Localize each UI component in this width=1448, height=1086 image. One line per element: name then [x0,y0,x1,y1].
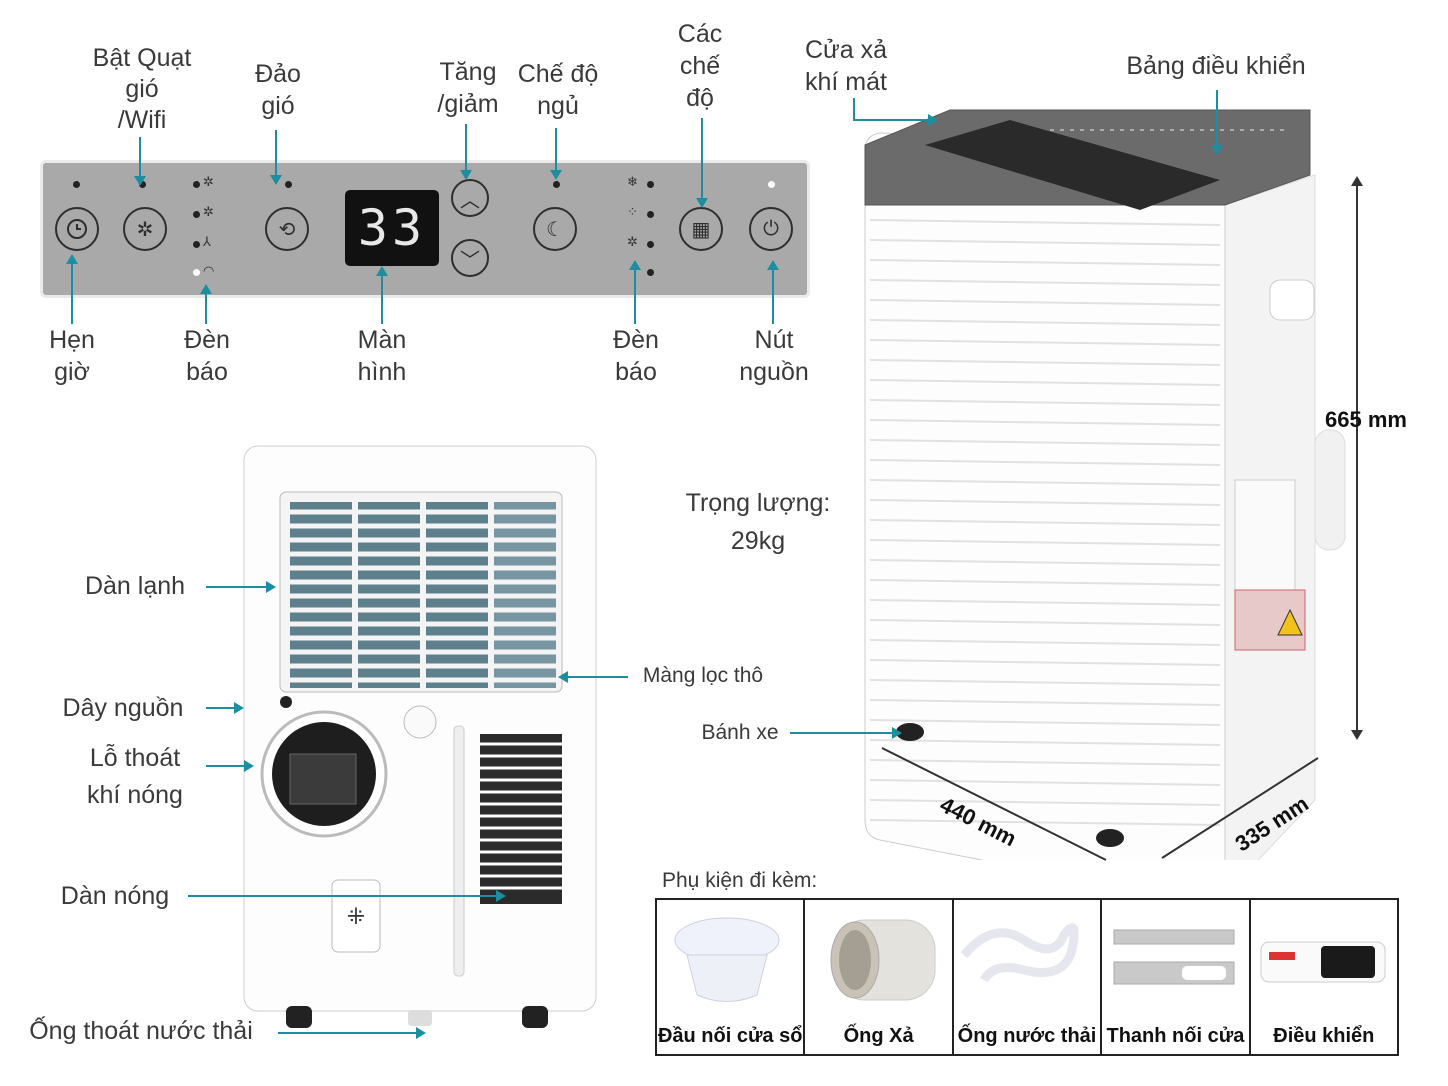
wifi-led [193,269,200,276]
indicator-led-low [193,241,200,248]
timer-button[interactable] [55,207,99,251]
label-condenser: Dàn nóng [60,882,170,910]
window-connector-icon [674,917,780,1002]
sleep-button[interactable]: ☾ [533,207,577,251]
dry-mode-icon: ⁘ [627,204,638,219]
power-icon: ⏻ [763,217,779,240]
fan-high-icon: ✲ [203,174,214,189]
label-weight: Trọng lượng: 29kg [685,489,831,555]
label-evaporator: Dàn lạnh [84,572,186,600]
grid-icon: ▦ [691,218,711,241]
fan-mid-icon: ✲ [203,204,214,219]
exhaust-hose-icon [830,919,936,1001]
label-cool-air-outlet: Cửa xả khí mát [804,36,888,96]
front-unit-illustration [864,109,1346,860]
indicator-led-high [193,181,200,188]
extra-mode-led [647,269,654,276]
accessories-title: Phụ kiện đi kèm: [662,869,818,892]
label-screen: Màn hình [357,326,407,386]
label-hot-air-outlet: Lỗ thoát khí nóng [87,744,183,809]
temperature-display: 33 [345,190,439,266]
window-bar-icon [1113,929,1235,985]
rear-unit-illustration: ⁜ [243,445,597,1028]
swing-led [285,181,292,188]
power-led [768,181,775,188]
accessory-exhaust-hose: Ống Xả [805,900,954,1054]
fan-mode-icon: ✲ [627,234,638,249]
accessory-label: Ống nước thải [957,1025,1097,1047]
accessory-remote: Điều khiển [1251,900,1397,1054]
label-fan-wifi: Bật Quạt gió /Wifi [92,44,192,134]
fan-mode-led [647,241,654,248]
label-power: Nút nguồn [739,326,809,386]
label-sleep: Chế độ ngủ [517,60,599,120]
label-timer: Hẹn giờ [49,326,95,386]
power-button[interactable]: ⏻ [749,207,793,251]
cool-mode-icon: ❄ [627,174,638,189]
fan-low-icon: ⅄ [203,234,211,249]
accessory-drain-hose: Ống nước thải [954,900,1103,1054]
accessories-box: Đầu nối cửa sổ Ống Xả Ống nước thải Than… [655,898,1399,1056]
drain-hose-icon [960,923,1079,983]
remote-icon [1260,941,1386,983]
chevron-down-icon: ﹀ [460,249,480,272]
evaporator-grille [286,502,560,688]
accessory-label: Điều khiển [1273,1025,1375,1047]
clock-icon [67,219,87,239]
dimension-height: 665 mm [1325,407,1407,432]
accessory-window-connector: Đầu nối cửa sổ [657,900,806,1054]
timer-led [73,181,80,188]
accessory-label: Ống Xả [843,1025,914,1047]
ribbed-front [869,219,1221,826]
label-power-cord: Dây nguồn [62,694,184,722]
swing-icon: ⟲ [278,218,296,241]
label-indicator-right: Đèn báo [613,326,659,386]
cool-mode-led [647,181,654,188]
label-modes: Các chế độ [677,20,723,112]
label-indicator-left: Đèn báo [184,326,230,386]
wifi-icon: ◠ [203,263,215,278]
accessory-label: Đầu nối cửa sổ [657,1025,803,1047]
sleep-led [553,181,560,188]
label-drain: Ống thoát nước thải [29,1017,253,1045]
label-swing: Đảo gió [255,60,301,120]
fan-icon: ✲ [136,218,154,241]
fan-button[interactable]: ✲ [123,207,167,251]
accessory-label: Thanh nối cửa [1106,1025,1245,1047]
air-outlet [925,120,1220,210]
label-wheels: Bánh xe [701,721,779,744]
control-panel: ✲ ✲ ✲ ⅄ ◠ ⟲ 33 ︿ ﹀ ☾ ❄ ⁘ ✲ ▦ ⏻ [40,160,810,298]
label-up-down: Tăng /giảm [437,58,499,118]
indicator-led-mid [193,211,200,218]
mode-button[interactable]: ▦ [679,207,723,251]
label-control-board: Bảng điều khiển [1126,52,1306,80]
dry-mode-led [647,211,654,218]
label-filter: Màng lọc thô [642,664,764,687]
increase-button[interactable]: ︿ [451,179,489,217]
decrease-button[interactable]: ﹀ [451,239,489,277]
condenser-grille [480,734,562,904]
accessory-window-bar: Thanh nối cửa [1102,900,1251,1054]
moon-icon: ☾ [546,218,564,241]
chevron-up-icon: ︿ [460,189,480,212]
swing-button[interactable]: ⟲ [265,207,309,251]
base-dimensions [881,747,1319,861]
svg-text:⁜: ⁜ [347,905,365,930]
